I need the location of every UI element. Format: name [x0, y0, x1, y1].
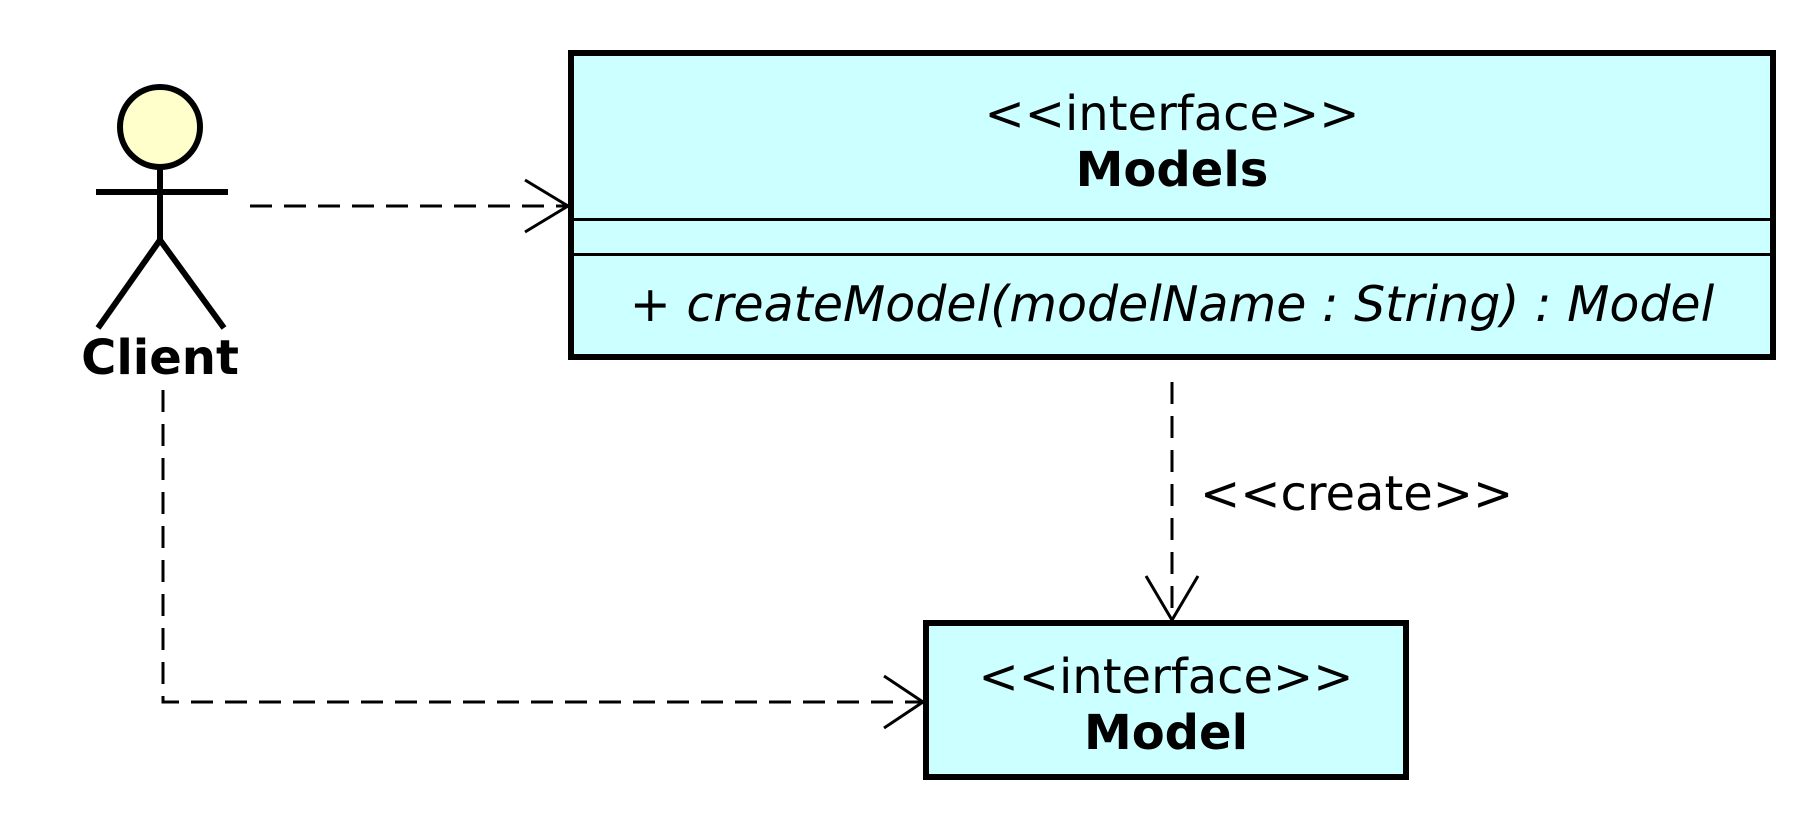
actor-label: Client [81, 330, 239, 386]
class-stereotype: <<interface>> [978, 649, 1354, 705]
actor-right-leg [157, 238, 227, 330]
class-header: <<interface>> Models [574, 56, 1770, 218]
attributes-compartment [574, 218, 1770, 253]
dependency-models-model [1144, 382, 1200, 623]
actor-left-leg [95, 238, 163, 330]
client-actor-icon [95, 84, 228, 330]
operation-create-model: + createModel(modelName : String) : Mode… [629, 276, 1715, 333]
class-stereotype: <<interface>> [984, 86, 1360, 142]
models-interface-box: <<interface>> Models + createModel(model… [568, 50, 1776, 360]
operations-compartment: + createModel(modelName : String) : Mode… [574, 253, 1770, 354]
dependency-client-model [161, 390, 926, 730]
class-name: Model [1083, 705, 1249, 761]
relation-label: <<create>> [1200, 466, 1514, 522]
actor-head [117, 84, 203, 170]
model-interface-box: <<interface>> Model [923, 620, 1409, 780]
class-name: Models [1075, 142, 1269, 198]
dependency-client-models [250, 178, 571, 234]
